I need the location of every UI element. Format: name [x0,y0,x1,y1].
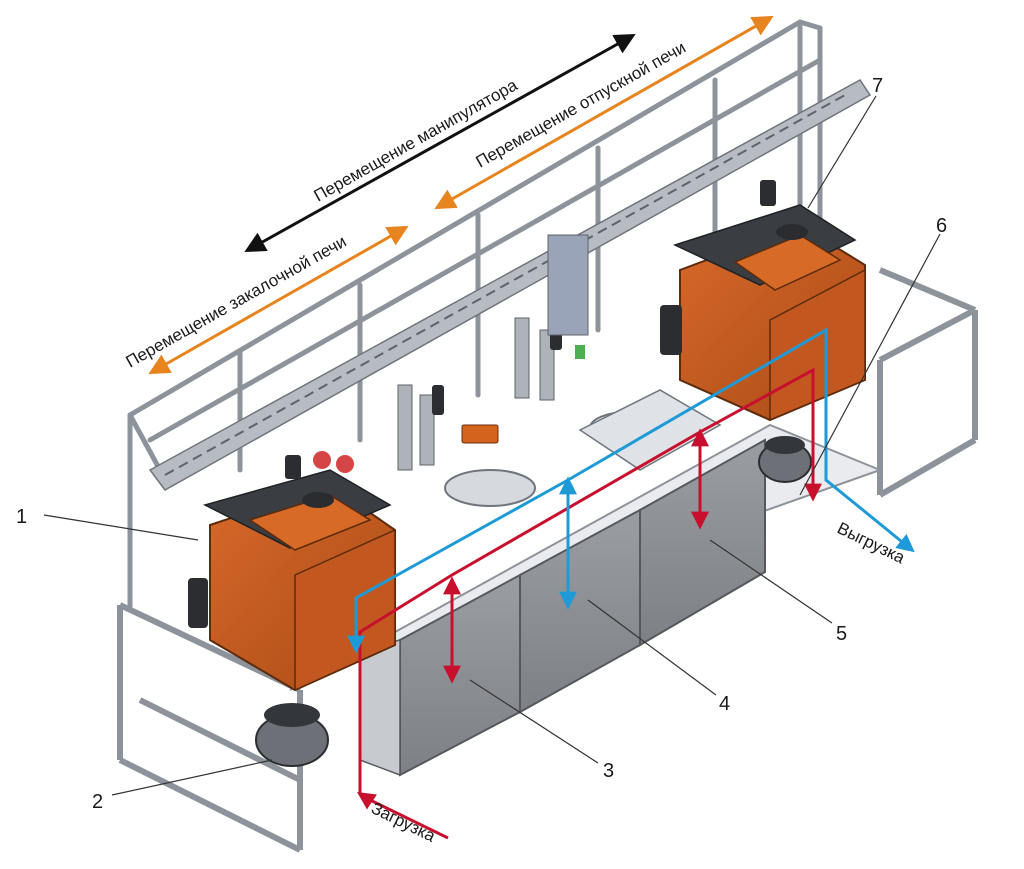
tempering-motion-arrow [434,15,774,210]
callout-4: 4 [719,693,730,715]
tempering-hatch [578,389,722,471]
caption-unload: Выгрузка [834,519,908,568]
fan-units [255,436,812,767]
callout-7: 7 [872,75,883,97]
callout-6: 6 [936,215,947,237]
base-frame [117,267,978,853]
quench-motion-arrow [148,225,409,375]
callout-leaders [43,95,941,796]
callout-3: 3 [603,760,614,782]
cabinets [359,438,766,777]
tank-opening [444,469,536,507]
manipulator-motion-arrow [244,33,636,253]
callout-5: 5 [836,623,847,645]
tempering-furnace [660,180,866,422]
manipulators [397,234,589,471]
callout-1: 1 [16,506,27,528]
caption-manipulator: Перемещение манипулятора [311,75,521,205]
callout-2: 2 [92,791,103,813]
caption-load: Загрузка [368,799,439,846]
blue-transfer-path [347,327,915,654]
